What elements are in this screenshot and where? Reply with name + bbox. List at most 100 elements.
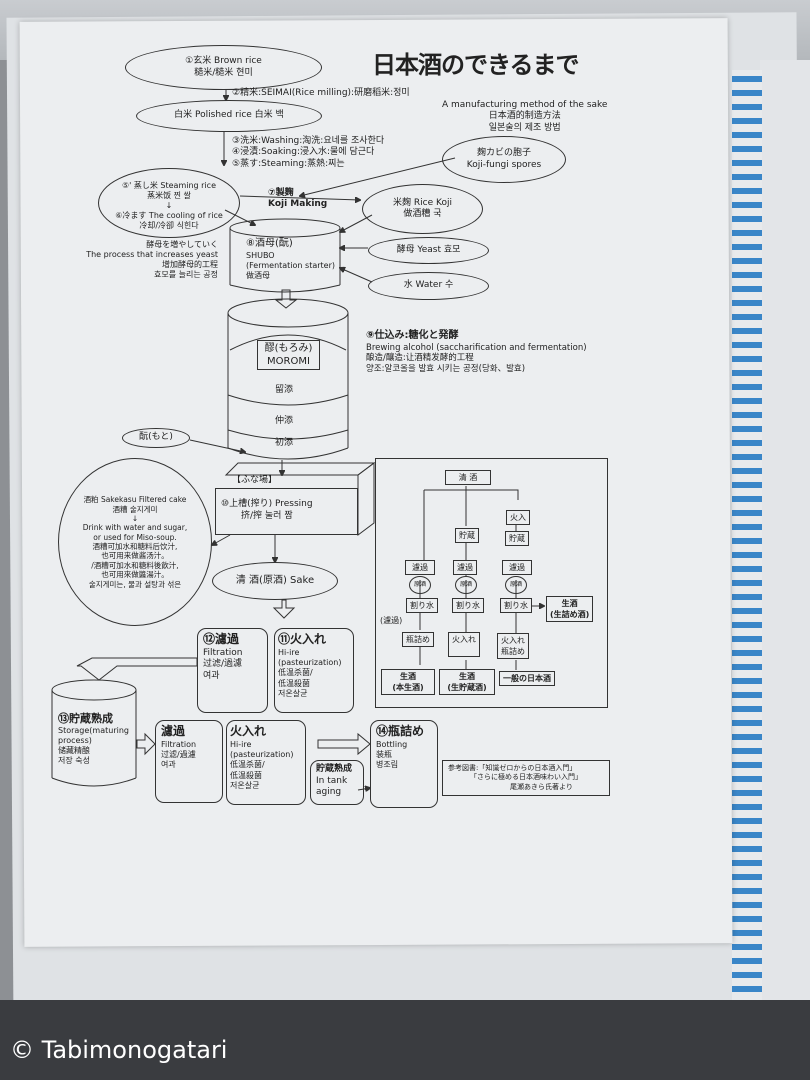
- label: 也可用来做酱汤汁。: [101, 551, 169, 561]
- funaba-label: 【ふな場】: [232, 475, 278, 485]
- label: 濾過: [161, 724, 186, 738]
- label: ↓: [165, 201, 173, 210]
- label: 여과: [203, 670, 220, 681]
- label: ⑫濾過: [203, 632, 240, 646]
- chart-genshu: 原酒: [455, 576, 477, 594]
- label: 貯蔵熟成: [316, 764, 353, 774]
- label: Brewing alcohol (saccharification and fe…: [366, 342, 587, 353]
- chart-nama3: 生酒 (生詰め酒): [546, 596, 594, 622]
- label: 여과: [161, 760, 176, 770]
- label: 米麹 Rice Koji: [393, 197, 452, 208]
- label: The process that increases yeast: [86, 250, 218, 259]
- chart-fire: 火入: [506, 510, 530, 525]
- chart-genshu: 原酒: [409, 576, 431, 594]
- label: 술지게미는, 물과 설탕과 섞은: [88, 579, 182, 589]
- label: In tank: [316, 775, 348, 786]
- label: 저온살균: [278, 689, 308, 699]
- label: MOROMI: [267, 356, 310, 367]
- sake-types-chart: [375, 458, 608, 708]
- label: ⑦製麹: [268, 188, 294, 198]
- label: ⑤' 蒸し米 Steaming rice: [121, 181, 217, 190]
- chart-bottle: 瓶詰め: [402, 632, 434, 647]
- label: 参考図書:「知識ゼロからの日本酒入門」: [448, 764, 577, 772]
- label: 병조림: [376, 760, 399, 770]
- label: (生詰め酒): [550, 610, 590, 619]
- spiral-binding: [732, 70, 762, 1020]
- subtitle-zh: 日本酒的制造方法: [488, 111, 561, 122]
- label: 火入れ: [230, 724, 267, 738]
- label: 酒粕 Sakekasu Filtered cake: [83, 495, 187, 505]
- label: (生貯蔵酒): [447, 683, 487, 692]
- label: (Fermentation starter): [246, 260, 336, 270]
- subtitle: A manufacturing method of the sake 日本酒的制…: [442, 100, 607, 134]
- chart-storage: 貯蔵: [455, 528, 479, 543]
- layer-tomezoe: 留添: [275, 385, 294, 395]
- label: (本生酒): [392, 683, 424, 692]
- chart-fire2: 火入れ: [448, 632, 480, 657]
- milling-step: ②精米:SEIMAI(Rice milling):研磨稻米:정미: [232, 88, 410, 98]
- chart-water: 割り水: [500, 598, 532, 613]
- label: ↓: [131, 513, 139, 523]
- label: 醪(もろみ): [264, 343, 313, 354]
- label: 过滤/過濾: [203, 659, 243, 670]
- table-surface: [0, 1000, 810, 1080]
- label: 生酒: [561, 599, 578, 608]
- label: aging: [316, 787, 342, 798]
- label: Filtration: [161, 739, 197, 749]
- label: 麹カビの胞子: [476, 148, 531, 159]
- label: 酿造/釀造:让酒精发酵的工程: [366, 353, 474, 364]
- label: 做酒母: [246, 270, 270, 280]
- chart-filter: 濾過: [453, 560, 477, 575]
- label: 低温殺菌: [278, 678, 310, 688]
- label: 酒糟可加水和糖料后饮汁,: [92, 542, 178, 551]
- label: or used for Miso-soup.: [93, 532, 177, 542]
- next-page-edge: [760, 60, 810, 1020]
- page-title: 日本酒のできるまで: [372, 51, 580, 79]
- label: 瓶詰め: [501, 647, 525, 656]
- label: 装瓶: [376, 749, 392, 759]
- label: 저온살균: [230, 781, 260, 791]
- label: ⑭瓶詰め: [376, 724, 425, 738]
- label: 효모를 늘리는 공정: [154, 270, 218, 279]
- label: ⑥冷ます The cooling of rice: [115, 211, 223, 220]
- label: 过滤/過濾: [161, 749, 196, 759]
- label: Hi-ire: [230, 739, 252, 749]
- soaking-step: ④浸漬:Soaking:浸入水:물에 담근다: [232, 147, 375, 158]
- chart-filter: 濾過: [405, 560, 435, 575]
- label: ⑧酒母(酛): [246, 238, 293, 249]
- chart-nama1: 生酒(本生酒): [381, 669, 435, 695]
- label: 저장 숙성: [58, 755, 90, 765]
- shubo-node: ⑧酒母(酛)SHUBO(Fermentation starter)做酒母: [246, 238, 335, 281]
- layer-nakazoe: 仲添: [275, 416, 294, 426]
- label: 低温殺菌: [230, 770, 262, 780]
- label: 增加酵母的工程: [162, 260, 218, 269]
- chart-fire-bottle: 火入れ瓶詰め: [497, 633, 529, 659]
- label: 酵母を増やしていく: [146, 240, 218, 249]
- sake-node: 清 酒(原酒) Sake: [212, 562, 338, 600]
- label: 酒糟 술지게미: [112, 504, 158, 514]
- polished-rice-node: 白米 Polished rice 白米 백: [136, 100, 322, 132]
- label: ⑨仕込み:糖化と発酵: [366, 330, 459, 341]
- label: Storage(maturing: [58, 725, 129, 735]
- label: 糙米/糙米 현미: [194, 67, 253, 78]
- layer-hatsuzoe: 初添: [275, 438, 294, 448]
- label: Bottling: [376, 739, 408, 749]
- chart-nama2: 生酒(生貯蔵酒): [439, 669, 495, 695]
- water-node: 水 Water 수: [368, 272, 489, 300]
- label: 低温杀菌/: [278, 668, 313, 678]
- label: Hi-ire: [278, 647, 300, 657]
- label: 尾瀬あきら氏著より: [510, 782, 573, 791]
- reference-box: 参考図書:「知識ゼロからの日本酒入門」「さらに極める日本酒味わい入門」尾瀬あきら…: [442, 760, 610, 796]
- label: Koji Making: [268, 199, 328, 210]
